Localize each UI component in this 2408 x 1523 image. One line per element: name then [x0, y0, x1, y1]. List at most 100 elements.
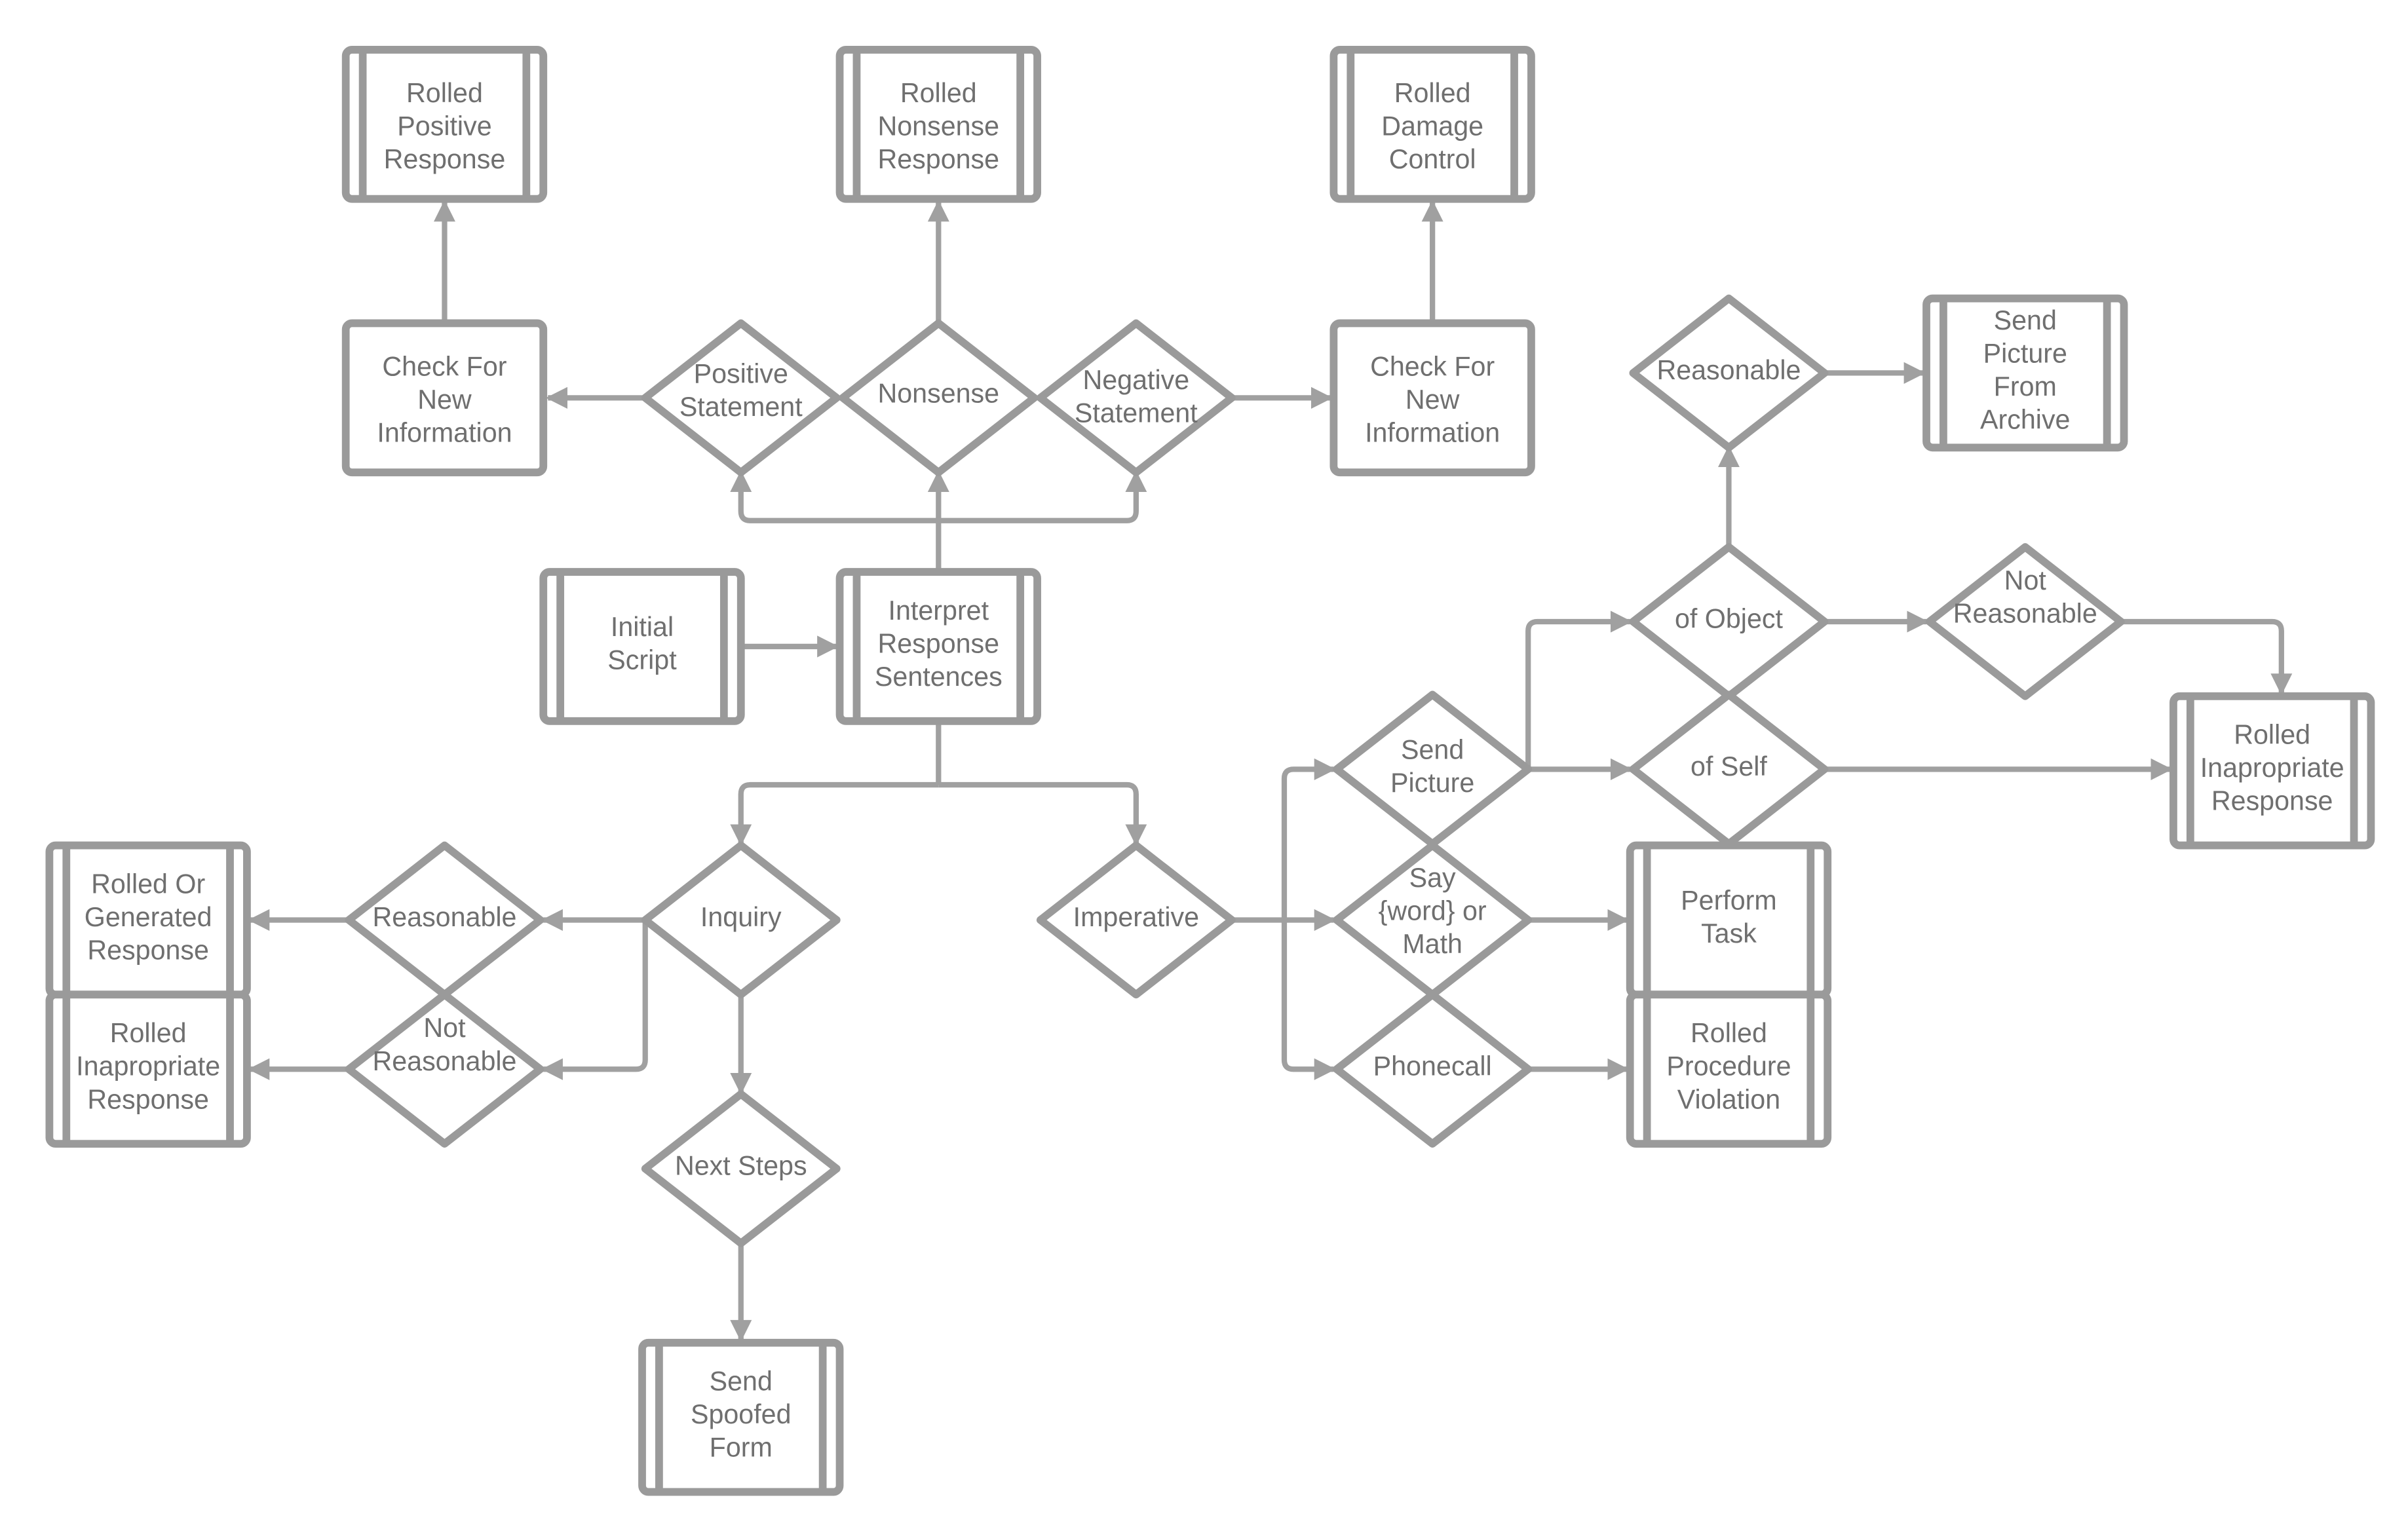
node-label-line: Form [710, 1433, 773, 1463]
node-label-line: Inapropriate [2200, 753, 2344, 783]
node-label-line: Reasonable [372, 902, 516, 932]
node-label-line: Procedure [1666, 1051, 1791, 1081]
node-inquiry: Inquiry [641, 841, 841, 999]
node-reasonable-top: Reasonable [1629, 294, 1829, 452]
edge-send-picture-to-of-object [1525, 611, 1632, 770]
edge-imperative-to-send-picture [1281, 758, 1336, 920]
node-label-line: Nonsense [878, 111, 1000, 141]
node-label-line: New [1405, 385, 1460, 415]
node-phonecall: Phonecall [1333, 990, 1533, 1148]
node-label-line: Violation [1677, 1084, 1780, 1114]
node-of-self: of Self [1629, 690, 1829, 848]
decision-diamond [641, 841, 841, 999]
subprocess-box [45, 990, 251, 1148]
edge-interpret-to-positive [730, 470, 939, 523]
edge-imperative-to-phonecall [1281, 920, 1336, 1080]
node-label-line: Send [1401, 734, 1464, 764]
node-imperative: Imperative [1036, 841, 1236, 999]
decision-diamond [839, 319, 1039, 477]
node-label-line: Picture [1983, 338, 2067, 368]
node-label-line: Initial [611, 612, 674, 642]
node-label-line: Inapropriate [76, 1051, 220, 1081]
flowchart-nodes: RolledPositiveResponseRolledNonsenseResp… [45, 45, 2375, 1496]
decision-diamond [345, 990, 545, 1148]
subprocess-box [539, 568, 745, 725]
node-label-line: Not [2004, 565, 2047, 595]
node-label-line: Rolled [406, 78, 483, 108]
node-label-line: Control [1389, 144, 1476, 174]
node-nonsense: Nonsense [839, 319, 1039, 477]
node-label-line: Positive [397, 111, 491, 141]
subprocess-box [835, 45, 1041, 203]
decision-diamond [1333, 990, 1533, 1148]
process-box [1329, 319, 1535, 477]
node-label-line: Nonsense [878, 378, 1000, 408]
node-label-line: From [1994, 371, 2057, 402]
connector-lines [248, 200, 2293, 1342]
node-label-line: Check For [382, 351, 506, 381]
node-label-line: Reasonable [372, 1046, 516, 1076]
node-label-line: Positive [694, 358, 788, 388]
node-label-line: Spoofed [691, 1399, 792, 1429]
node-label-line: Response [87, 1084, 209, 1114]
node-label-line: Response [87, 935, 209, 965]
subprocess-box [341, 45, 548, 203]
node-label-line: Rolled [2234, 720, 2310, 750]
node-label-line: Generated [85, 902, 212, 932]
subprocess-box [835, 568, 1041, 725]
node-label-line: Inquiry [700, 902, 782, 932]
node-label-line: Say [1409, 863, 1456, 893]
node-label-line: Rolled [1394, 78, 1471, 108]
edge-inquiry-to-not-reasonable [541, 920, 648, 1080]
node-label-line: Rolled Or [91, 869, 205, 899]
node-label-line: Damage [1381, 111, 1483, 141]
decision-diamond [1036, 319, 1236, 477]
node-label-line: Not [423, 1013, 466, 1043]
decision-diamond [641, 319, 841, 477]
node-label-line: New [417, 385, 472, 415]
edge-interpret-to-inquiry [730, 781, 939, 846]
node-label-line: Reasonable [1953, 598, 2097, 628]
edge-interpret-to-imperative [938, 781, 1147, 846]
node-label-line: Send [710, 1366, 773, 1397]
node-label-line: Math [1402, 929, 1462, 959]
node-reasonable-left: Reasonable [345, 841, 545, 999]
decision-diamond [1629, 294, 1829, 452]
node-label-line: of Object [1675, 603, 1783, 633]
node-label-line: Rolled [1691, 1018, 1767, 1048]
node-label-line: Reasonable [1656, 355, 1801, 385]
edge-interpret-to-negative [938, 470, 1147, 523]
node-label-line: Sentences [875, 662, 1003, 692]
node-label-line: Statement [679, 392, 803, 422]
process-box [341, 319, 548, 477]
subprocess-box [1922, 294, 2128, 452]
node-label-line: Picture [1390, 768, 1474, 798]
node-label-line: Rolled [900, 78, 977, 108]
node-label-line: Send [1994, 305, 2057, 335]
node-label-line: Information [377, 417, 512, 447]
decision-diamond [641, 1090, 841, 1247]
node-label-line: Response [878, 144, 1000, 174]
edge-not-reasonable-to-rolled-inappropriate [2120, 618, 2293, 696]
subprocess-box [638, 1338, 844, 1496]
node-of-object: of Object [1629, 543, 1829, 700]
node-label-line: Response [2211, 786, 2333, 816]
node-label-line: Rolled [110, 1018, 187, 1048]
decision-diamond [1925, 543, 2125, 700]
node-label-line: Archive [1980, 405, 2070, 435]
